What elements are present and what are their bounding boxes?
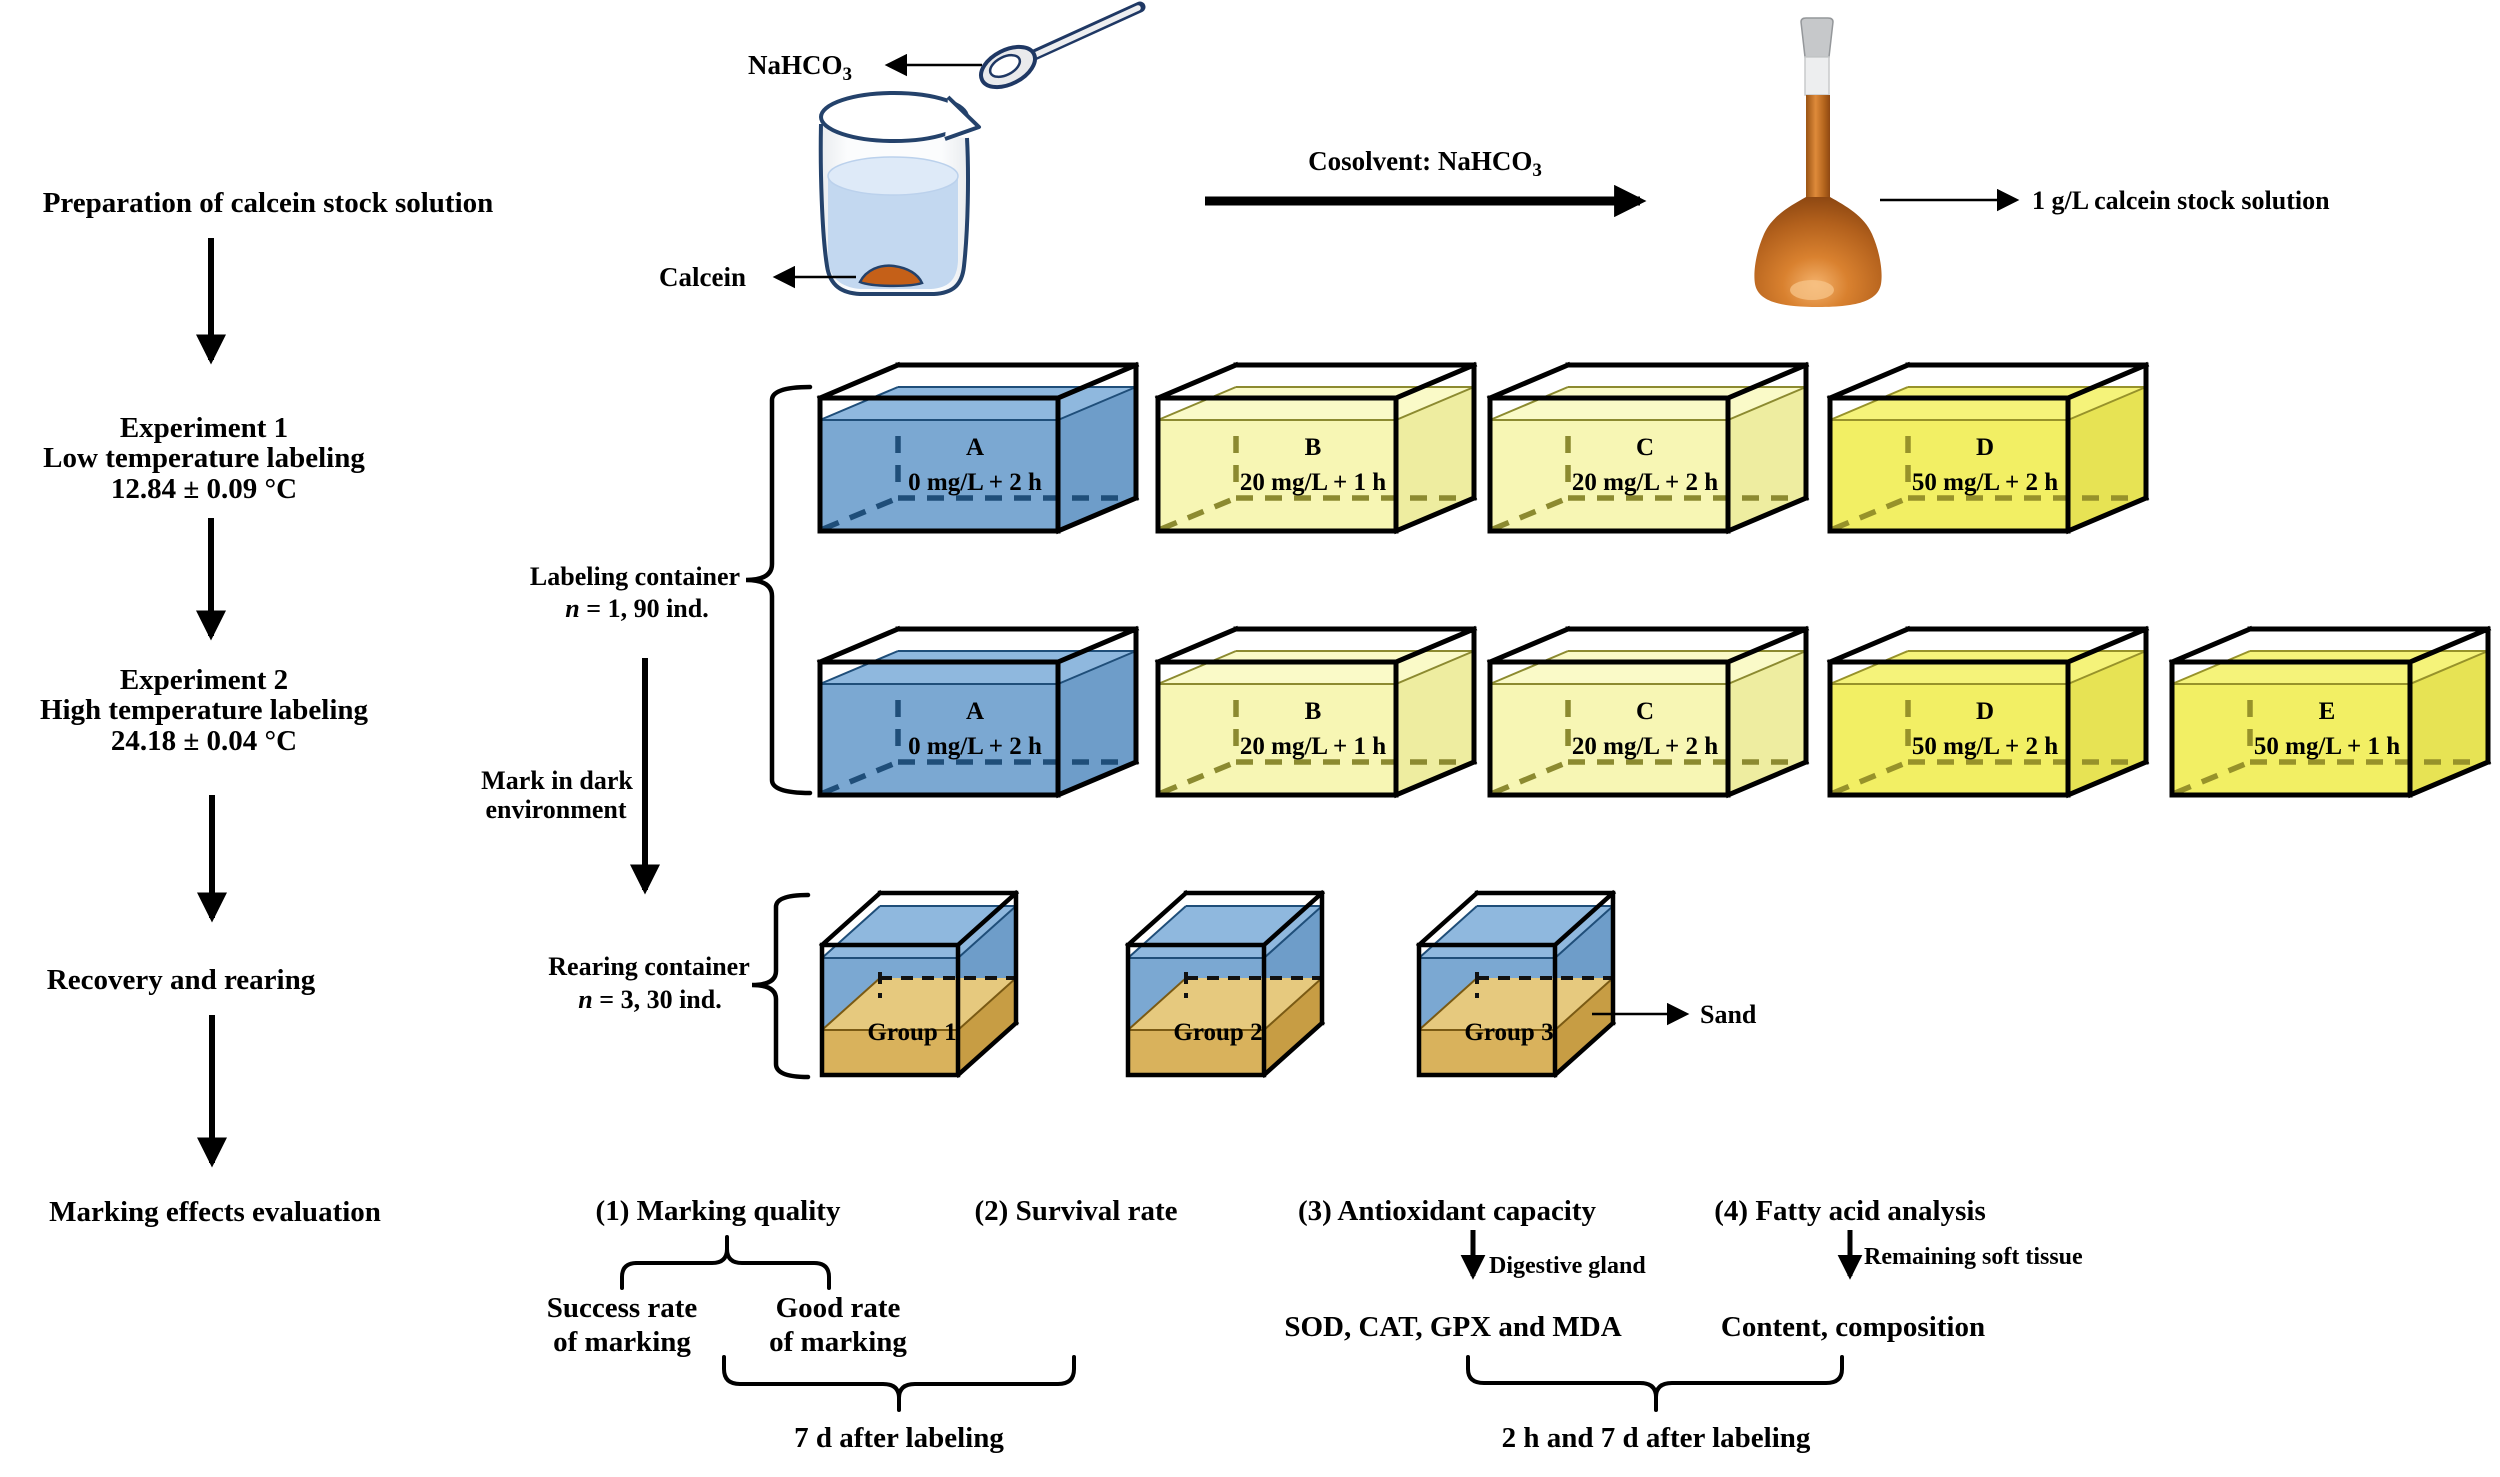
rearing-tank-group-1: Group 1 (818, 889, 1020, 1079)
tank-treatment: 0 mg/L + 2 h (908, 733, 1042, 760)
tank-group-letter: E (2319, 698, 2336, 725)
tank-treatment: 20 mg/L + 1 h (1240, 469, 1386, 496)
flask-bulb (1754, 197, 1882, 307)
rearing-container-label: Rearing container (548, 952, 749, 981)
rearing-tank-group-2: Group 2 (1124, 889, 1326, 1079)
beaker-water-surface (827, 156, 959, 196)
step-evaluation: Marking effects evaluation (49, 1196, 381, 1228)
labeling-replicate-label: n = 1, 90 ind. (565, 594, 708, 623)
labeling-tank-c-row2: C 20 mg/L + 2 h (1486, 625, 1810, 799)
tank-group-letter: B (1305, 698, 1322, 725)
good-rate-line2: of marking (769, 1326, 907, 1358)
tank-treatment: 0 mg/L + 2 h (908, 469, 1042, 496)
marking-quality-bracket (620, 1235, 831, 1290)
labeling-brace (745, 384, 813, 796)
labeling-container-label: Labeling container (530, 562, 740, 591)
eval-item-4: (4) Fatty acid analysis (1714, 1195, 1985, 1227)
beaker-water (828, 173, 958, 289)
flask-icon (1754, 17, 1882, 307)
tank-treatment: 20 mg/L + 2 h (1572, 733, 1718, 760)
step-experiment-2: Experiment 2 High temperature labeling 2… (40, 664, 369, 757)
eval-item-1: (1) Marking quality (596, 1195, 841, 1227)
step-recovery: Recovery and rearing (47, 964, 316, 996)
rearing-group-label: Group 3 (1464, 1019, 1553, 1046)
tank-treatment: 20 mg/L + 1 h (1240, 733, 1386, 760)
biomarkers-label: SOD, CAT, GPX and MDA (1284, 1311, 1621, 1343)
content-composition-label: Content, composition (1721, 1311, 1985, 1343)
tank-group-letter: C (1636, 698, 1654, 725)
experiment1-title: Experiment 1 (120, 412, 288, 444)
tank-group-letter: A (966, 698, 984, 725)
labeling-tanks-row2: A 0 mg/L + 2 h B 20 mg/L + 1 h C 20 mg/L + 2 … (816, 625, 2492, 799)
step-title-preparation: Preparation of calcein stock solution (43, 187, 494, 219)
time-after-2: 2 h and 7 d after labeling (1502, 1422, 1811, 1454)
two-hour-seven-day-bracket (1466, 1355, 1844, 1412)
rearing-tanks: Group 1 Group 2 Group 3 (818, 889, 1617, 1079)
rearing-tank-group-3: Group 3 (1415, 889, 1617, 1079)
tank-treatment: 50 mg/L + 2 h (1912, 733, 2058, 760)
experiment1-subtitle: Low temperature labeling (43, 442, 365, 474)
experiment2-subtitle: High temperature labeling (40, 694, 369, 726)
tank-treatment: 50 mg/L + 1 h (2254, 733, 2400, 760)
labeling-tank-e-row2: E 50 mg/L + 1 h (2168, 625, 2492, 799)
eval-item-2: (2) Survival rate (975, 1195, 1178, 1227)
rearing-brace (751, 892, 811, 1080)
labeling-tank-a-row1: A 0 mg/L + 2 h (816, 361, 1140, 535)
step-experiment-1: Experiment 1 Low temperature labeling 12… (43, 412, 365, 505)
rearing-group-label: Group 1 (867, 1019, 956, 1046)
time-after-1: 7 d after labeling (794, 1422, 1004, 1454)
experiment1-temperature: 12.84 ± 0.09 °C (111, 473, 297, 505)
digestive-gland-label: Digestive gland (1489, 1253, 1646, 1279)
labeling-tank-b-row1: B 20 mg/L + 1 h (1154, 361, 1478, 535)
beaker-icon (818, 91, 981, 296)
rearing-group-label: Group 2 (1173, 1019, 1262, 1046)
tank-treatment: 20 mg/L + 2 h (1572, 469, 1718, 496)
beaker-spout (944, 95, 981, 141)
tank-group-letter: C (1636, 434, 1654, 461)
labeling-tank-b-row2: B 20 mg/L + 1 h (1154, 625, 1478, 799)
dark-note-line2: environment (485, 795, 626, 824)
success-rate-line1: Success rate (547, 1292, 698, 1324)
tank-group-letter: D (1976, 698, 1994, 725)
cosolvent-label: Cosolvent: NaHCO3 (1308, 146, 1542, 181)
good-rate-line1: Good rate (776, 1292, 901, 1324)
experiment2-title: Experiment 2 (120, 664, 288, 696)
labeling-tank-d-row2: D 50 mg/L + 2 h (1826, 625, 2150, 799)
rearing-replicate-label: n = 3, 30 ind. (578, 985, 721, 1014)
tank-group-letter: B (1305, 434, 1322, 461)
calcein-label: Calcein (659, 262, 746, 292)
dark-note-line1: Mark in dark (481, 766, 633, 795)
spoon-icon (979, 1, 1146, 90)
flask-stopper (1800, 17, 1834, 58)
nahco3-label: NaHCO3 (748, 50, 852, 85)
experiment2-temperature: 24.18 ± 0.04 °C (111, 725, 297, 757)
calcein-powder (858, 264, 924, 288)
remaining-tissue-label: Remaining soft tissue (1864, 1244, 2083, 1270)
eval-item-3: (3) Antioxidant capacity (1298, 1195, 1597, 1227)
success-rate-line2: of marking (553, 1326, 691, 1358)
labeling-tank-d-row1: D 50 mg/L + 2 h (1826, 361, 2150, 535)
labeling-tank-c-row1: C 20 mg/L + 2 h (1486, 361, 1810, 535)
stock-solution-label: 1 g/L calcein stock solution (2032, 186, 2330, 215)
labeling-tank-a-row2: A 0 mg/L + 2 h (816, 625, 1140, 799)
tank-group-letter: D (1976, 434, 1994, 461)
flask-neck (1806, 95, 1830, 200)
tank-group-letter: A (966, 434, 984, 461)
tank-treatment: 50 mg/L + 2 h (1912, 469, 2058, 496)
sand-label: Sand (1700, 1000, 1757, 1029)
labeling-tanks-row1: A 0 mg/L + 2 h B 20 mg/L + 1 h C 20 mg/L + 2 … (816, 361, 2150, 535)
seven-day-bracket (722, 1355, 1076, 1412)
